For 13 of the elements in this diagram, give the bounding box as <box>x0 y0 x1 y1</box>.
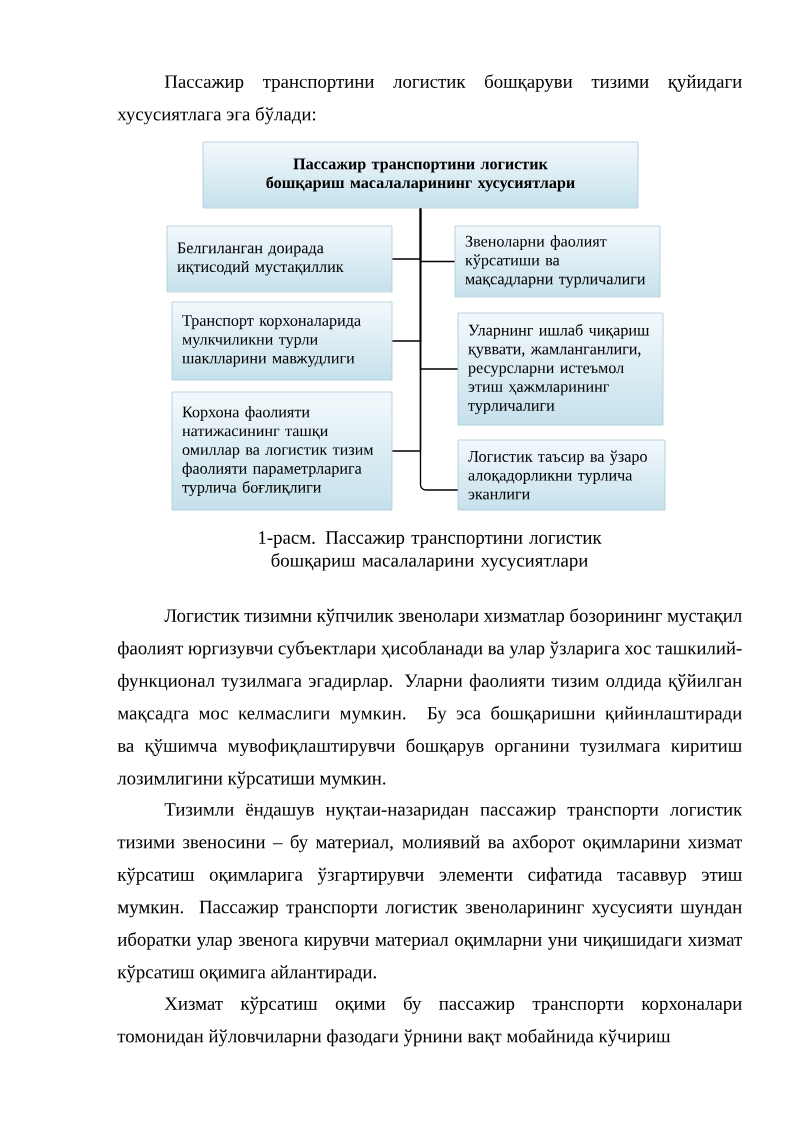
paragraph: Пассажир транспортини логистик бошқаруви тизими қуйидаги хусусиятлага эга бўлади: <box>117 74 742 125</box>
title-box: Пассажир транспортини логистик бошқариш масалаларининг хусусиятлари <box>202 141 639 209</box>
feature-box: Уларнинг ишлаб чиқариш қуввати, жамланганлиги, ресурсларни истеъмол этиш ҳажмларининг турличалиги <box>457 312 664 426</box>
paragraph: Логистик тизимни кўпчилик звенолари хизматлар бозорининг мустақил фаолият юргизувчи субъектлари ҳисобланади ва улар ўзларига хос ташкилий-функционал тузилмага эгадирлар. Уларни фаолияти тизим олдида қўйилган мақсадга мос келмаслиги мумкин. Бу эса бошқаришни қийинлаштиради ва қўшимча мувофиқлаштирувчи бошқарув органини тузилмага киритиш лозимлигини кўрсатиши мумкин. <box>117 608 742 789</box>
figure-caption: 1-расм. Пассажир транспортини логистик бошқариш масалаларини хусусиятлари <box>259 531 602 571</box>
feature-box: Звеноларни фаолият кўрсатиши ва мақсадларни турличалиги <box>454 225 661 298</box>
feature-box: Логистик таъсир ва ўзаро алоқадорликни турлича эканлиги <box>457 439 666 511</box>
paragraph: Хизмат кўрсатиш оқими бу пассажир транспорти корхоналари томонидан йўловчиларни фазодаги ўрнини вақт мобайнида кўчириш <box>117 996 742 1047</box>
feature-box: Корхона фаолияти натижасининг ташқи омиллар ва логистик тизим фаолияти параметрларига турлича боғлиқлиги <box>171 391 393 511</box>
connector-line <box>419 207 459 491</box>
feature-box: Белгиланган доирада иқтисодий мустақиллик <box>166 225 393 293</box>
feature-box: Транспорт корхоналарида мулкчиликни турли шаклларини мавжудлиги <box>171 301 393 381</box>
paragraph: Тизимли ёндашув нуқтаи-назаридан пассажир транспорти логистик тизими звеносини – бу материал, молиявий ва ахборот оқимларини хизмат кўрсатиш оқимларига ўзгартирувчи элементи сифатида тасаввур этиш мумкин. Пассажир транспорти логистик звеноларининг хусусияти шундан иборатки улар звенога кирувчи материал оқимларни уни чиқишидаги хизмат кўрсатиш оқимига айлантиради. <box>117 803 743 983</box>
